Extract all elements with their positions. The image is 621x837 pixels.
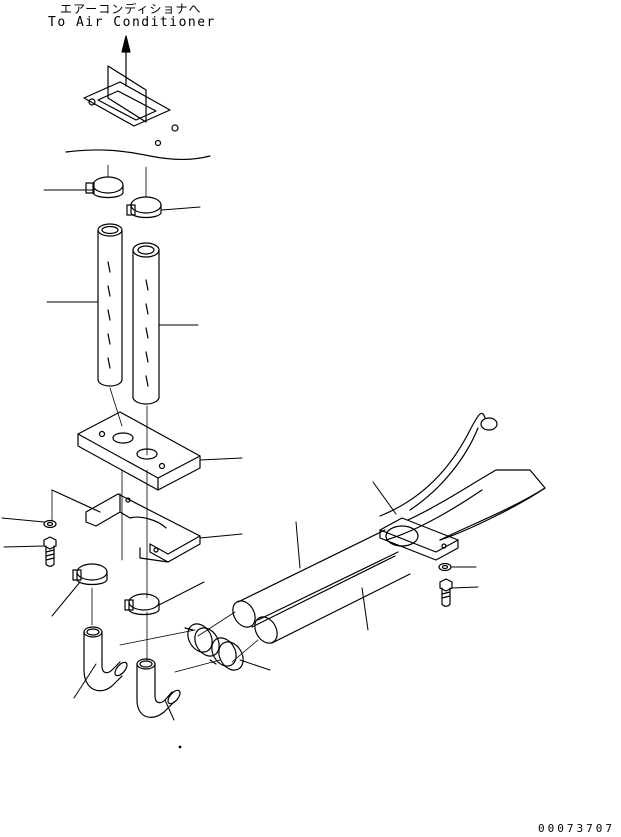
stray-mark [179,746,181,748]
direction-arrow [122,36,130,86]
destination-label-japanese: エアーコンディショナへ [60,2,202,16]
washer-right [439,564,451,571]
duct-pipe-right [133,243,159,404]
hose-band-upper-left [86,177,123,198]
floor-panel-edge [66,150,210,159]
elbow-left [84,627,129,691]
destination-label-english: To Air Conditioner [48,15,216,30]
leader-lines [2,190,478,720]
bolt-right [440,579,452,606]
bolt-left [44,537,56,566]
hose-band-lower-right [125,594,159,615]
elbow-right [137,659,182,717]
hose-band-right-upper [183,620,224,661]
hose-band-upper-right [127,197,161,218]
duct-bracket [52,490,200,562]
hose-clamp [380,518,458,560]
flexible-hoses [228,413,545,647]
duct-outlet-flange [84,66,178,146]
drawing-number: 00073707 [538,822,615,835]
hose-band-right-lower [207,634,248,675]
duct-pipe-left [98,224,122,386]
assembly-centerlines [92,165,258,672]
hose-band-lower-left [73,564,107,585]
washer-left [44,521,56,528]
mounting-plate [78,412,200,490]
